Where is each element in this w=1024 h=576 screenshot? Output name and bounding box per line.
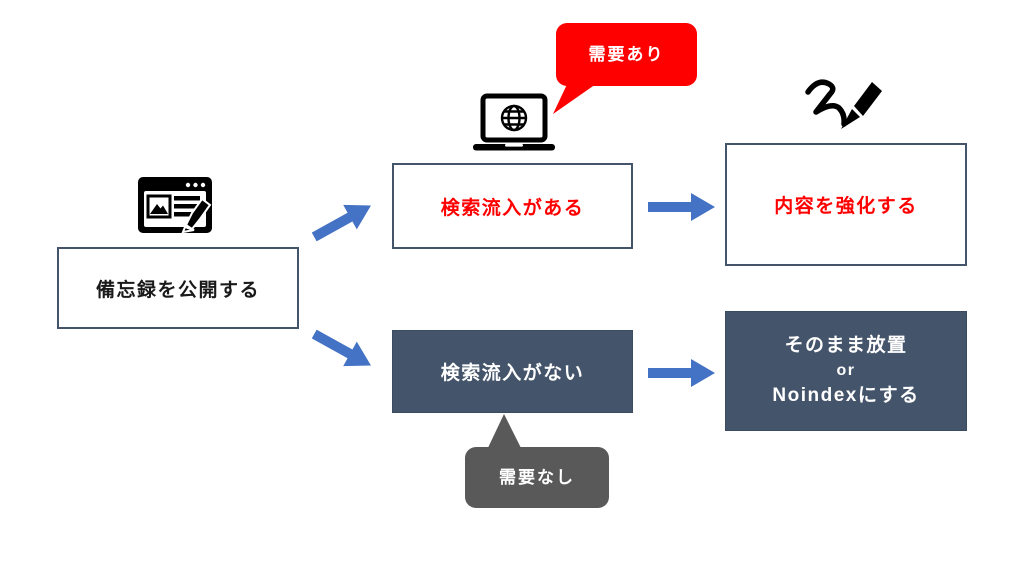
node-leave: そのまま放置 or Noindexにする [725, 311, 967, 431]
arrow-has-traffic-to-strengthen [648, 192, 716, 222]
arrow-start-to-has-traffic [307, 192, 379, 250]
laptop-globe-icon [473, 93, 555, 152]
node-has-traffic: 検索流入がある [392, 163, 633, 249]
marker-pen-icon [802, 76, 888, 134]
arrow-no-traffic-to-leave [648, 358, 716, 388]
demand-no-callout: 需要なし [463, 412, 611, 509]
node-start: 備忘録を公開する [57, 247, 299, 329]
demand-yes-callout: 需要あり [550, 22, 700, 116]
node-leave-line3: Noindexにする [772, 385, 920, 407]
node-start-label: 備忘録を公開する [95, 279, 260, 301]
node-leave-line2: or [836, 361, 856, 379]
blog-edit-icon [138, 177, 212, 233]
arrow-start-to-no-traffic [307, 321, 379, 379]
node-no-traffic: 検索流入がない [392, 330, 633, 413]
node-has-traffic-label: 検索流入がある [440, 197, 585, 219]
demand-yes-label: 需要あり [588, 45, 665, 64]
node-strengthen-label: 内容を強化する [774, 196, 918, 217]
node-leave-line1: そのまま放置 [784, 335, 908, 357]
node-strengthen: 内容を強化する [725, 143, 967, 266]
demand-no-label: 需要なし [499, 468, 575, 487]
node-no-traffic-label: 検索流入がない [440, 363, 585, 384]
